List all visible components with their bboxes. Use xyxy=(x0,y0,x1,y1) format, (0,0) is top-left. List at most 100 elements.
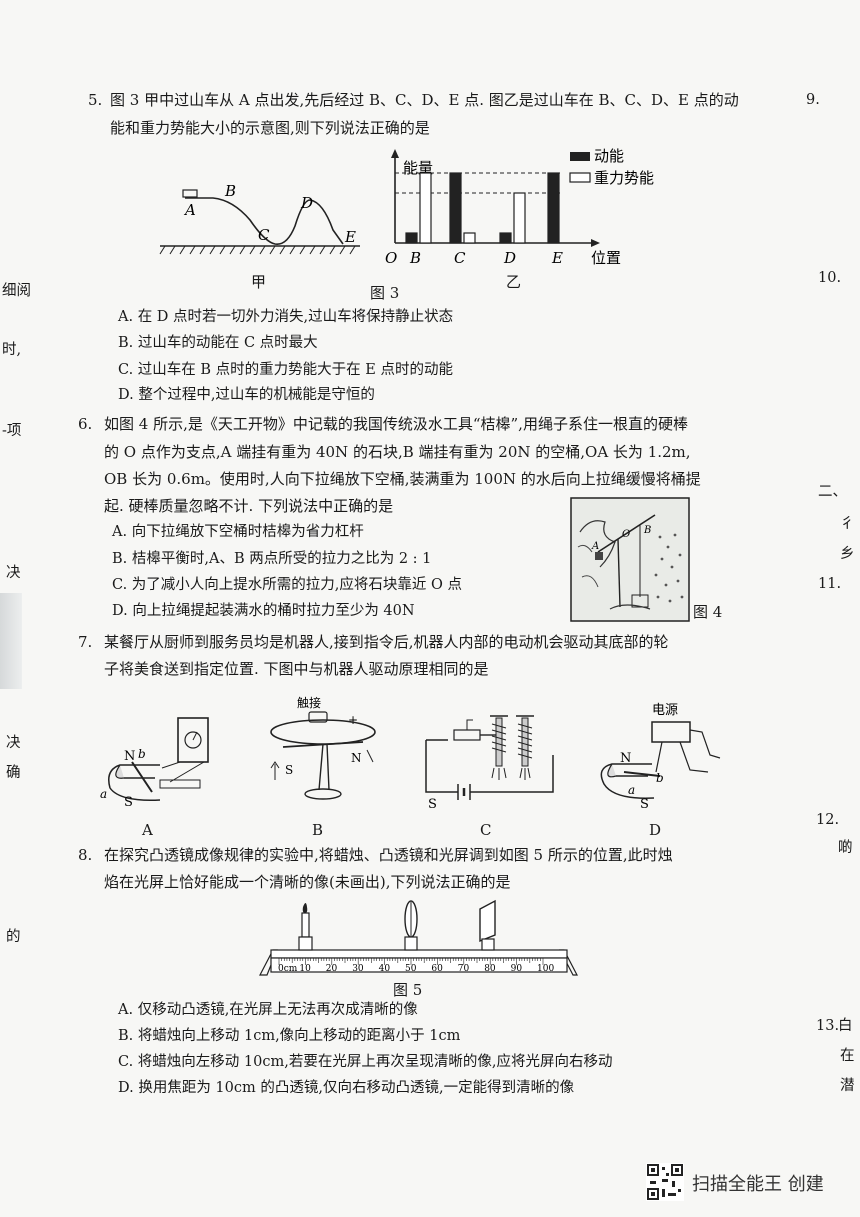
q6-stem-line: OB 长为 0.6m。使用时,人向下拉绳放下空桶,装满重为 100N 的水后向上… xyxy=(104,470,701,488)
q6-option-c: C. 为了减小人向上提水所需的拉力,应将石块靠近 O 点 xyxy=(112,577,463,593)
q7-caption: D xyxy=(649,821,662,839)
point-label: A xyxy=(591,541,599,552)
pole-label: N xyxy=(351,751,362,765)
q8-option-a: A. 仅移动凸透镜,在光屏上无法再次成清晰的像 xyxy=(118,1002,418,1018)
convex-lens-icon xyxy=(404,900,418,951)
margin-fragment: 13. xyxy=(816,1018,840,1034)
figure-caption: 图 4 xyxy=(693,603,723,621)
ruler-label: 40 xyxy=(379,964,391,974)
margin-smudge xyxy=(0,593,22,689)
light-screen-icon xyxy=(479,899,496,951)
ruler-label: 50 xyxy=(405,964,417,974)
q6-stem-line: 的 O 点作为支点,A 端挂有重为 40N 的石块,B 端挂有重为 20N 的空… xyxy=(104,443,691,461)
q7-stem-line: 子将美食送到指定位置. 下图中与机器人驱动原理相同的是 xyxy=(104,660,489,678)
point-label: B xyxy=(643,525,651,536)
figure-caption: 图 5 xyxy=(393,981,423,999)
legend-label: 重力势能 xyxy=(594,169,654,187)
q7-stem-line: 某餐厅从厨师到服务员均是机器人,接到指令后,机器人内部的电动机会驱动其底部的轮 xyxy=(104,633,669,651)
point-label: A xyxy=(183,201,196,219)
margin-fragment: 9. xyxy=(806,92,820,108)
pole-label: N xyxy=(620,751,631,766)
point-label: E xyxy=(344,228,356,246)
point-label: a xyxy=(628,783,635,797)
y-axis-arrow xyxy=(391,149,399,158)
figure-caption: 图 3 xyxy=(370,284,400,302)
margin-fragment: 白 xyxy=(838,1018,853,1034)
margin-fragment: 潜 xyxy=(840,1078,855,1094)
figure-sub-caption: 乙 xyxy=(506,273,522,291)
x-axis-arrow xyxy=(591,239,600,247)
ruler-label: 80 xyxy=(484,964,496,974)
q5-option-d: D. 整个过程中,过山车的机械能是守恒的 xyxy=(118,387,375,403)
point-label: B xyxy=(224,182,236,200)
point-label: O xyxy=(622,529,630,540)
cart-icon xyxy=(182,189,198,198)
q5-stem-line: 图 3 甲中过山车从 A 点出发,先后经过 B、C、D、E 点. 图乙是过山车在… xyxy=(110,91,739,109)
margin-fragment: 决 xyxy=(6,735,21,751)
point-label: b xyxy=(138,747,146,761)
ruler-label: 30 xyxy=(352,964,364,974)
x-tick-label: C xyxy=(454,249,466,267)
legend-label: 动能 xyxy=(594,147,624,165)
rheostat-icon xyxy=(453,729,481,741)
question-number: 8. xyxy=(78,846,93,864)
margin-fragment: 啲 xyxy=(838,840,853,856)
ruler-label: 90 xyxy=(511,964,523,974)
q7-figure-c-electromagnet: S xyxy=(425,715,554,810)
bar-kinetic-energy xyxy=(449,172,462,244)
point-label: a xyxy=(100,787,107,801)
bar-potential-energy xyxy=(419,172,432,244)
origin-label: O xyxy=(385,249,397,267)
margin-fragment: 决 xyxy=(6,565,21,581)
q6-option-b: B. 桔槔平衡时,A、B 两点所受的拉力之比为 2 : 1 xyxy=(112,551,432,567)
margin-fragment: 细阅 xyxy=(2,283,31,299)
ruler-label: 20 xyxy=(326,964,338,974)
fig-label: + xyxy=(348,713,358,727)
fig-label: 电源 xyxy=(652,703,678,718)
bar-kinetic-energy xyxy=(499,232,512,244)
point-label: b xyxy=(656,771,664,785)
bar-potential-energy xyxy=(463,232,476,244)
q7-figure-b-compass: 触接 + S N xyxy=(270,695,376,800)
pole-label: S xyxy=(428,797,437,810)
margin-fragment: 12. xyxy=(816,812,840,828)
margin-fragment: 10. xyxy=(818,270,842,286)
q7-caption: A xyxy=(142,821,153,839)
q8-option-c: C. 将蜡烛向左移动 10cm,若要在光屏上再次呈现清晰的像,应将光屏向右移动 xyxy=(118,1054,613,1070)
margin-fragment: 彳 xyxy=(840,516,855,532)
ruler-label: 10 xyxy=(299,964,311,974)
battery-icon xyxy=(308,711,328,723)
point-label: C xyxy=(258,226,270,244)
margin-fragment: 11. xyxy=(818,576,842,592)
fig-label: 触接 xyxy=(297,695,321,710)
q5-option-c: C. 过山车在 B 点时的重力势能大于在 E 点时的动能 xyxy=(118,362,453,378)
scanner-watermark: 扫描全能王 创建 xyxy=(692,1174,824,1195)
well-sweep-illustration: A O B xyxy=(570,497,690,622)
q7-caption: B xyxy=(312,821,324,839)
q5-option-a: A. 在 D 点时若一切外力消失,过山车将保持静止状态 xyxy=(118,309,454,325)
margin-fragment: -项 xyxy=(2,423,22,439)
bar-kinetic-energy xyxy=(547,172,560,244)
ruler-label: 100 xyxy=(537,964,554,974)
ruler-label: 60 xyxy=(431,964,443,974)
margin-fragment: 确 xyxy=(6,765,21,781)
point-label: D xyxy=(300,194,313,212)
margin-fragment: 在 xyxy=(840,1048,855,1064)
pole-label: S xyxy=(640,797,649,812)
q8-option-d: D. 换用焦距为 10cm 的凸透镜,仅向右移动凸透镜,一定能得到清晰的像 xyxy=(118,1080,575,1096)
bar-kinetic-energy xyxy=(405,232,418,244)
galvanometer-icon xyxy=(177,717,209,763)
q7-caption: C xyxy=(480,821,492,839)
question-number: 6. xyxy=(78,415,93,433)
pole-label: N xyxy=(124,749,135,764)
q5-option-b: B. 过山车的动能在 C 点时最大 xyxy=(118,335,318,351)
legend-swatch-potential xyxy=(569,172,591,183)
ruler-label: 0cm xyxy=(278,964,298,974)
candle-icon xyxy=(298,903,313,951)
x-tick-label: D xyxy=(503,249,516,267)
q7-figure-a-generator: N S b a xyxy=(100,717,209,810)
q8-stem-line: 焰在光屏上恰好能成一个清晰的像(未画出),下列说法正确的是 xyxy=(104,873,511,891)
bar-potential-energy xyxy=(513,192,526,244)
